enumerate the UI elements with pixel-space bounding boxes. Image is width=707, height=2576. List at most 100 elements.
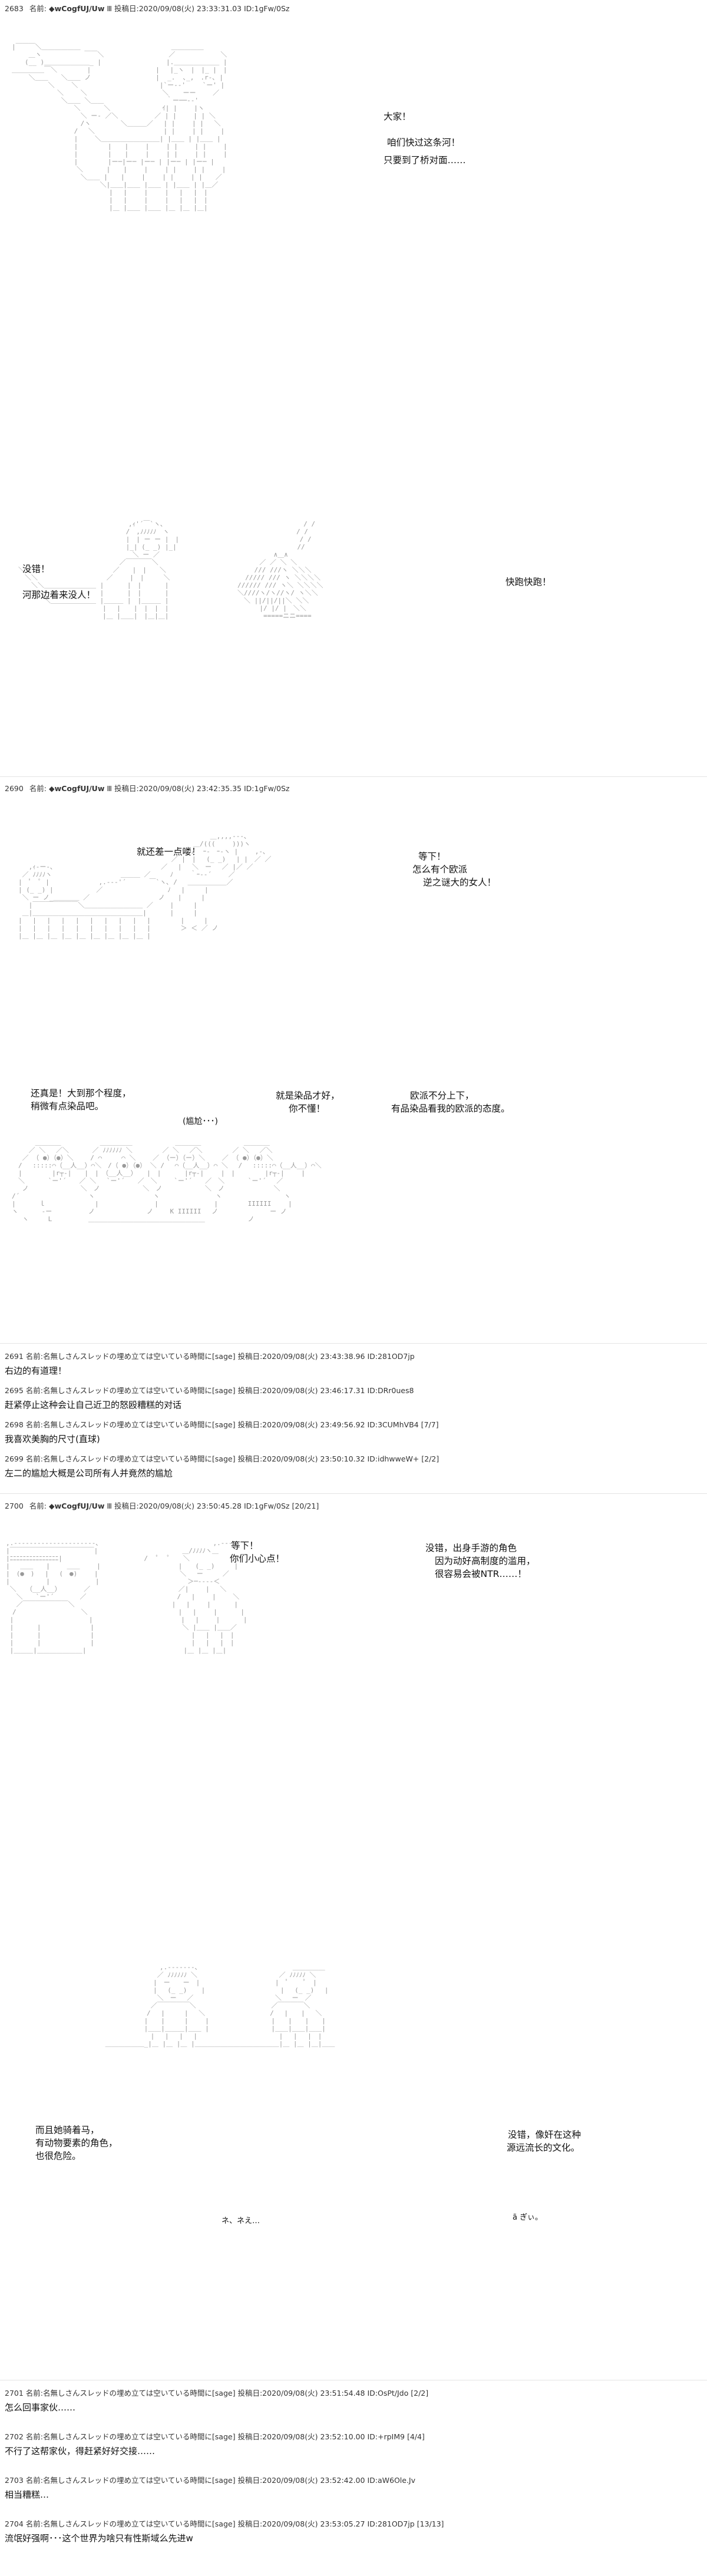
dialogue-line: 稍微有点染品吧。 — [31, 1101, 104, 1112]
poster-id: ID:+rpIM9 — [367, 2432, 405, 2441]
dialogue-line: 没错！ — [22, 564, 50, 574]
post-date: 2020/09/08(火) 23:50:10.32 — [262, 1454, 365, 1463]
post-count: [2/2] — [421, 1454, 440, 1463]
reply-body: 怎么回事家伙…… — [5, 2402, 76, 2413]
post-date: 2020/09/08(火) 23:33:31.03 — [138, 4, 242, 13]
poster-mail: [sage] — [212, 2432, 236, 2441]
ascii-art-group-running: ,ｨ'´￣`ヽ､ / / / ,ﾉﾉﾉﾉﾉ ヽ / / | | ー ー | | … — [18, 520, 323, 620]
poster-mail: [sage] — [212, 1386, 236, 1395]
post-date: 2020/09/08(火) 23:53:05.27 — [262, 2519, 365, 2528]
poster-name: 名無しさんスレッドの埋め立ては空いている時間に — [43, 2389, 212, 2398]
name-label: 名前: — [25, 2519, 44, 2528]
post-number[interactable]: 2690 — [5, 784, 24, 793]
poster-name: 名無しさんスレッドの埋め立ては空いている時間に — [43, 1352, 212, 1361]
reply-body: 我喜欢美胸的尺寸(直球) — [5, 1434, 100, 1444]
date-label: 投稿日: — [237, 1386, 263, 1395]
dialogue-line: 快跑快跑！ — [506, 577, 551, 587]
poster-name: 名無しさんスレッドの埋め立ては空いている時間に — [43, 1420, 212, 1429]
ascii-art-two-characters: ,.-‐‐‐‐‐-､ ＿＿＿＿＿ ／ ﾉﾉﾉﾉﾉﾉ ＼ ／ ﾉﾉﾉﾉﾉ ＼ | … — [105, 1963, 335, 2048]
dialogue-line: (尴尬･･･) — [183, 1117, 218, 1126]
poster-icon: Ⅲ — [107, 784, 112, 793]
dialogue-line: 咱们快过这条河！ — [387, 137, 461, 148]
poster-id: ID:OsPt/Jdo — [367, 2389, 409, 2398]
dialogue-line: ã ぎぃ。 — [513, 2213, 543, 2222]
reply-number[interactable]: 2691 — [5, 1352, 24, 1361]
poster-name: 名無しさんスレッドの埋め立ては空いている時間に — [43, 2432, 212, 2441]
post-count: [2/2] — [411, 2389, 429, 2398]
poster-id: ID:DRr0ues8 — [367, 1386, 414, 1395]
dialogue-line: 没错，像奸在这种 — [508, 2129, 582, 2140]
reply-header-2703: 2703 名前:名無しさんスレッドの埋め立ては空いている時間に[sage] 投稿… — [5, 2474, 415, 2485]
date-label: 投稿日: — [237, 2389, 263, 2398]
reply-header-2699: 2699 名前:名無しさんスレッドの埋め立ては空いている時間に[sage] 投稿… — [5, 1453, 439, 1464]
dialogue-line: 很容易会被NTR……！ — [435, 1569, 527, 1579]
name-label: 名前: — [29, 784, 47, 793]
poster-name: 名無しさんスレッドの埋め立ては空いている時間に — [43, 1454, 212, 1463]
post-count: [4/4] — [407, 2432, 425, 2441]
poster-mail: [sage] — [212, 2476, 236, 2485]
date-label: 投稿日: — [237, 2476, 263, 2485]
dialogue-line: 你们小心点！ — [230, 1553, 285, 1564]
dialogue-line: 也很危险。 — [35, 2151, 81, 2161]
reply-number[interactable]: 2698 — [5, 1420, 24, 1429]
post-separator — [0, 776, 707, 777]
ascii-art-soldier-gun: |￣￣￣＼＿＿＿＿＿＿ ＿＿＿＿＿ ＿ヽ ￣￣＼ ／ ＼ (__ )＿＿＿＿＿＿… — [12, 43, 227, 211]
poster-id: ID:281OD7jp — [367, 2519, 415, 2528]
poster-trip: ◆wCogfUJ/Uw — [49, 4, 105, 13]
date-label: 投稿日: — [114, 1502, 139, 1510]
reply-number[interactable]: 2704 — [5, 2519, 24, 2528]
poster-id: ID:3CUMhVB4 — [367, 1420, 419, 1429]
ascii-art-horse-rider: ＿,,,,-‐-､ ＿/((( )))ヽ ／ﾌ / ｰ- ｰ-ヽ | ,-､ ／… — [18, 832, 272, 940]
reply-number[interactable]: 2695 — [5, 1386, 24, 1395]
name-label: 名前: — [25, 2476, 44, 2485]
name-label: 名前: — [25, 1454, 44, 1463]
post-date: 2020/09/08(火) 23:52:10.00 — [262, 2432, 365, 2441]
name-label: 名前: — [29, 1502, 47, 1510]
post-separator — [0, 1343, 707, 1344]
poster-icon: Ⅲ — [107, 4, 112, 13]
date-label: 投稿日: — [237, 1352, 263, 1361]
poster-id: ID:idhwweW+ — [367, 1454, 419, 1463]
poster-mail: [sage] — [212, 1352, 236, 1361]
dialogue-line: 大家！ — [384, 111, 411, 122]
dialogue-line: 逆之谜大的女人！ — [423, 877, 497, 888]
dialogue-line: 还真是！大到那个程度， — [31, 1088, 131, 1099]
post-number[interactable]: 2700 — [5, 1502, 24, 1510]
poster-id: ID:1gFw/0Sz — [243, 784, 290, 793]
poster-name: 名無しさんスレッドの埋め立ては空いている時間に — [43, 1386, 212, 1395]
reply-body: 流氓好强啊･･･这个世界为啥只有性斯域么先进w — [5, 2533, 193, 2544]
poster-id: ID:1gFw/0Sz — [243, 1502, 290, 1510]
reply-header-2698: 2698 名前:名無しさんスレッドの埋め立ては空いている時間に[sage] 投稿… — [5, 1418, 438, 1430]
date-label: 投稿日: — [237, 1454, 263, 1463]
ascii-art-four-faces: ＿＿＿＿ ＿＿＿＿＿ ＿＿＿＿ ＿＿＿＿ ／ ＼ ／＼ ／ ﾉﾉﾉﾉﾉﾉ ＼ ／… — [12, 1139, 322, 1223]
dialogue-line: 怎么有个欧派 — [412, 864, 468, 875]
dialogue-line: 等下！ — [231, 1540, 259, 1551]
post-count: [7/7] — [421, 1420, 439, 1429]
post-number[interactable]: 2683 — [5, 4, 24, 13]
poster-id: ID:281OD7jp — [367, 1352, 415, 1361]
poster-trip: ◆wCogfUJ/Uw — [49, 1502, 105, 1510]
date-label: 投稿日: — [237, 1420, 263, 1429]
post-date: 2020/09/08(火) 23:50:45.28 — [138, 1502, 242, 1510]
reply-number[interactable]: 2702 — [5, 2432, 24, 2441]
post-count: [13/13] — [417, 2519, 444, 2528]
poster-icon: Ⅲ — [107, 1502, 112, 1510]
reply-number[interactable]: 2699 — [5, 1454, 24, 1463]
reply-number[interactable]: 2701 — [5, 2389, 24, 2398]
dialogue-line: 就是染品才好， — [276, 1090, 340, 1101]
date-label: 投稿日: — [114, 784, 139, 793]
reply-body: 相当糟糕… — [5, 2489, 49, 2500]
reply-number[interactable]: 2703 — [5, 2476, 24, 2485]
post-header-2690: 2690 名前: ◆wCogfUJ/Uw Ⅲ 投稿日:2020/09/08(火)… — [5, 782, 289, 793]
dialogue-line: ネ、ネえ… — [222, 2217, 260, 2226]
dialogue-line: 等下！ — [418, 851, 446, 862]
name-label: 名前: — [29, 4, 47, 13]
poster-trip: ◆wCogfUJ/Uw — [49, 784, 105, 793]
reply-header-2701: 2701 名前:名無しさんスレッドの埋め立ては空いている時間に[sage] 投稿… — [5, 2387, 428, 2398]
date-label: 投稿日: — [114, 4, 139, 13]
post-date: 2020/09/08(火) 23:49:56.92 — [262, 1420, 365, 1429]
poster-id: ID:aW6Ole.Jv — [367, 2476, 416, 2485]
reply-header-2691: 2691 名前:名無しさんスレッドの埋め立ては空いている時間に[sage] 投稿… — [5, 1350, 415, 1361]
dialogue-line: 只要到了桥对面…… — [384, 155, 466, 166]
reply-body: 不行了这帮家伙，得赶紧好好交接…… — [5, 2446, 156, 2456]
